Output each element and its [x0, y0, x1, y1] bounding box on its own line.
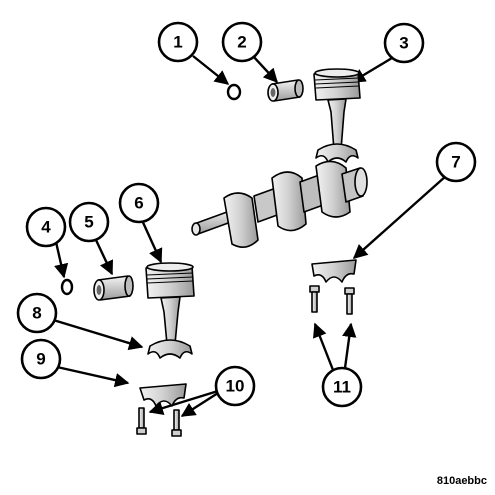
leader-11b [342, 322, 357, 369]
leader-9 [56, 365, 130, 388]
leader-lines [49, 55, 447, 418]
leader-6 [139, 217, 163, 264]
rod-cap-right [311, 259, 357, 283]
leader-8 [49, 317, 144, 351]
piston-pin-lower [93, 275, 134, 301]
leader-1 [192, 55, 230, 85]
callout-8: 8 [16, 292, 58, 334]
callout-label: 11 [333, 378, 351, 397]
leader-11a [313, 322, 335, 371]
callout-label: 6 [134, 194, 143, 213]
piston-rod-assembly-upper [313, 68, 361, 163]
crankshaft [191, 160, 368, 248]
rod-cap-bolts-right [309, 285, 355, 315]
callout-label: 3 [399, 34, 408, 53]
figure-id: 810aebbc [436, 475, 487, 487]
callout-label: 4 [41, 218, 51, 237]
callout-11: 11 [321, 366, 363, 408]
callout-label: 7 [451, 153, 460, 172]
pin-retainer-clip-lower [60, 278, 74, 296]
rod-cap-bolts-left [136, 407, 182, 437]
piston-rod-assembly-lower [145, 262, 195, 359]
leader-10b [180, 391, 219, 418]
callout-label: 8 [32, 304, 41, 323]
callout-2: 2 [221, 21, 263, 63]
callout-9: 9 [20, 338, 62, 380]
callout-10: 10 [214, 365, 256, 407]
callout-label: 2 [237, 33, 246, 52]
leader-10a [148, 389, 219, 416]
callout-label: 5 [84, 213, 93, 232]
piston-pin-upper [267, 79, 304, 102]
leader-5 [94, 239, 114, 276]
callout-label: 9 [36, 350, 45, 369]
leader-2 [252, 55, 278, 84]
callout-label: 10 [226, 377, 245, 396]
leader-7 [352, 175, 447, 259]
rod-cap-left [139, 383, 187, 407]
callout-6: 6 [118, 182, 160, 224]
callout-3: 3 [383, 22, 425, 64]
callout-4: 4 [25, 206, 67, 248]
callout-5: 5 [68, 201, 110, 243]
pin-retainer-clip-upper [226, 83, 242, 101]
callout-1: 1 [157, 21, 199, 63]
callout-label: 1 [173, 33, 182, 52]
callout-7: 7 [435, 141, 477, 183]
leader-4 [54, 241, 69, 279]
